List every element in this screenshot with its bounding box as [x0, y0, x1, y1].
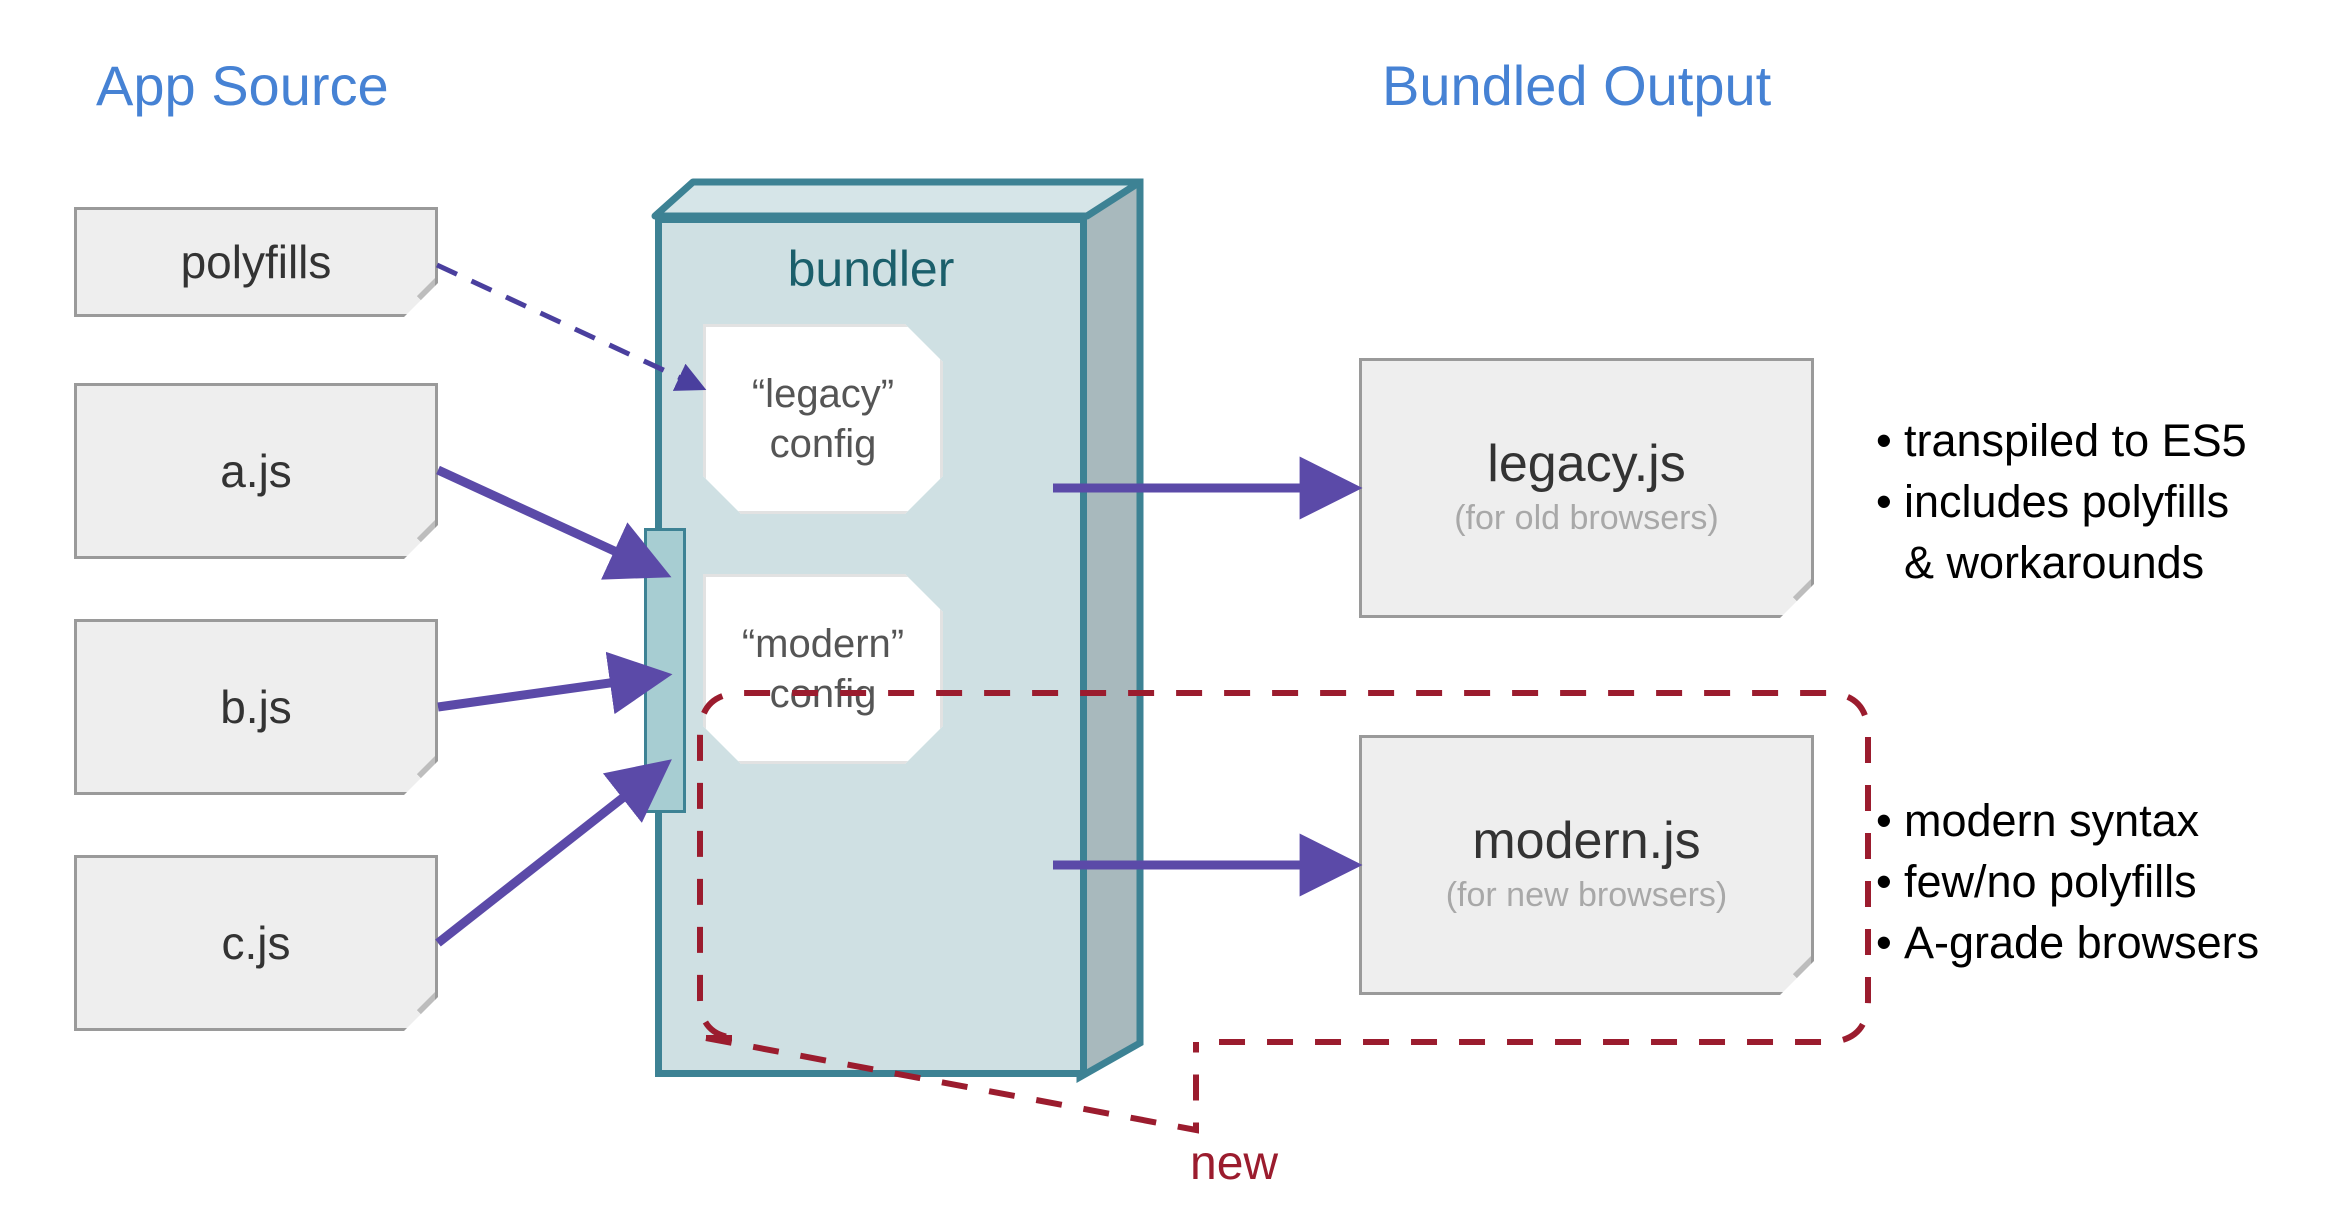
legacy-config-line1: “legacy”	[751, 372, 895, 416]
page-fold-icon	[399, 992, 435, 1028]
modern-config-line2: config	[769, 672, 877, 716]
bundler-input-port[interactable]	[644, 528, 686, 813]
new-annotation-label: new	[1190, 1137, 1279, 1190]
arrow-b-js-to-bundler	[437, 651, 673, 715]
bundler-container[interactable]: bundler “legacy” config “modern” config	[651, 178, 1144, 1084]
arrow-c-js-to-bundler	[435, 759, 672, 947]
source-doc-label: c.js	[221, 916, 291, 969]
list-item: • A-grade browsers	[1876, 912, 2259, 973]
legacy-js-bullet-list: • transpiled to ES5 • includes polyfills…	[1876, 410, 2247, 594]
source-doc-label: polyfills	[180, 235, 332, 288]
bullet-text-continuation: & workarounds	[1904, 537, 2205, 589]
source-doc-b-js[interactable]: b.js	[74, 619, 438, 795]
bullet-text: transpiled to ES5	[1904, 415, 2247, 466]
bullet-icon: •	[1876, 476, 1892, 528]
bullet-text: A-grade browsers	[1904, 917, 2260, 969]
page-fold-icon	[1775, 956, 1811, 992]
source-doc-label: a.js	[220, 444, 292, 497]
output-doc-legacy-js[interactable]: legacy.js (for old browsers)	[1359, 358, 1814, 618]
output-doc-subtitle: (for old browsers)	[1454, 498, 1719, 537]
bullet-icon: •	[1876, 856, 1892, 908]
modern-config-line1: “modern”	[741, 622, 905, 666]
bullet-icon: •	[1876, 917, 1892, 969]
list-item: • modern syntax	[1876, 790, 2259, 851]
page-fold-icon	[399, 278, 435, 314]
output-doc-name: legacy.js	[1487, 435, 1686, 494]
bullet-text: includes polyfills	[1904, 476, 2230, 528]
source-doc-a-js[interactable]: a.js	[74, 383, 438, 559]
section-heading-bundled-output: Bundled Output	[1382, 54, 1772, 117]
bundler-title: bundler	[787, 241, 955, 297]
output-doc-subtitle: (for new browsers)	[1445, 875, 1728, 914]
source-doc-polyfills[interactable]: polyfills	[74, 207, 438, 317]
bullet-text: few/no polyfills	[1904, 856, 2197, 908]
section-heading-app-source: App Source	[96, 54, 389, 117]
page-fold-icon	[399, 520, 435, 556]
output-doc-modern-js[interactable]: modern.js (for new browsers)	[1359, 735, 1814, 995]
source-doc-label: b.js	[220, 680, 292, 733]
legacy-config-line2: config	[769, 422, 877, 466]
modern-js-bullet-list: • modern syntax • few/no polyfills • A-g…	[1876, 790, 2259, 974]
legacy-config-card[interactable]: “legacy” config	[703, 324, 943, 514]
output-doc-name: modern.js	[1472, 812, 1701, 871]
list-item: • includes polyfills	[1876, 471, 2247, 532]
modern-config-card[interactable]: “modern” config	[703, 574, 943, 764]
bullet-icon: •	[1876, 415, 1892, 466]
page-fold-icon	[399, 756, 435, 792]
bullet-text: modern syntax	[1904, 795, 2200, 846]
bullet-icon: •	[1876, 795, 1892, 846]
page-fold-icon	[1775, 579, 1811, 615]
list-item: • few/no polyfills	[1876, 851, 2259, 912]
list-item: • transpiled to ES5	[1876, 410, 2247, 471]
arrow-a-js-to-bundler	[436, 465, 672, 580]
source-doc-c-js[interactable]: c.js	[74, 855, 438, 1031]
